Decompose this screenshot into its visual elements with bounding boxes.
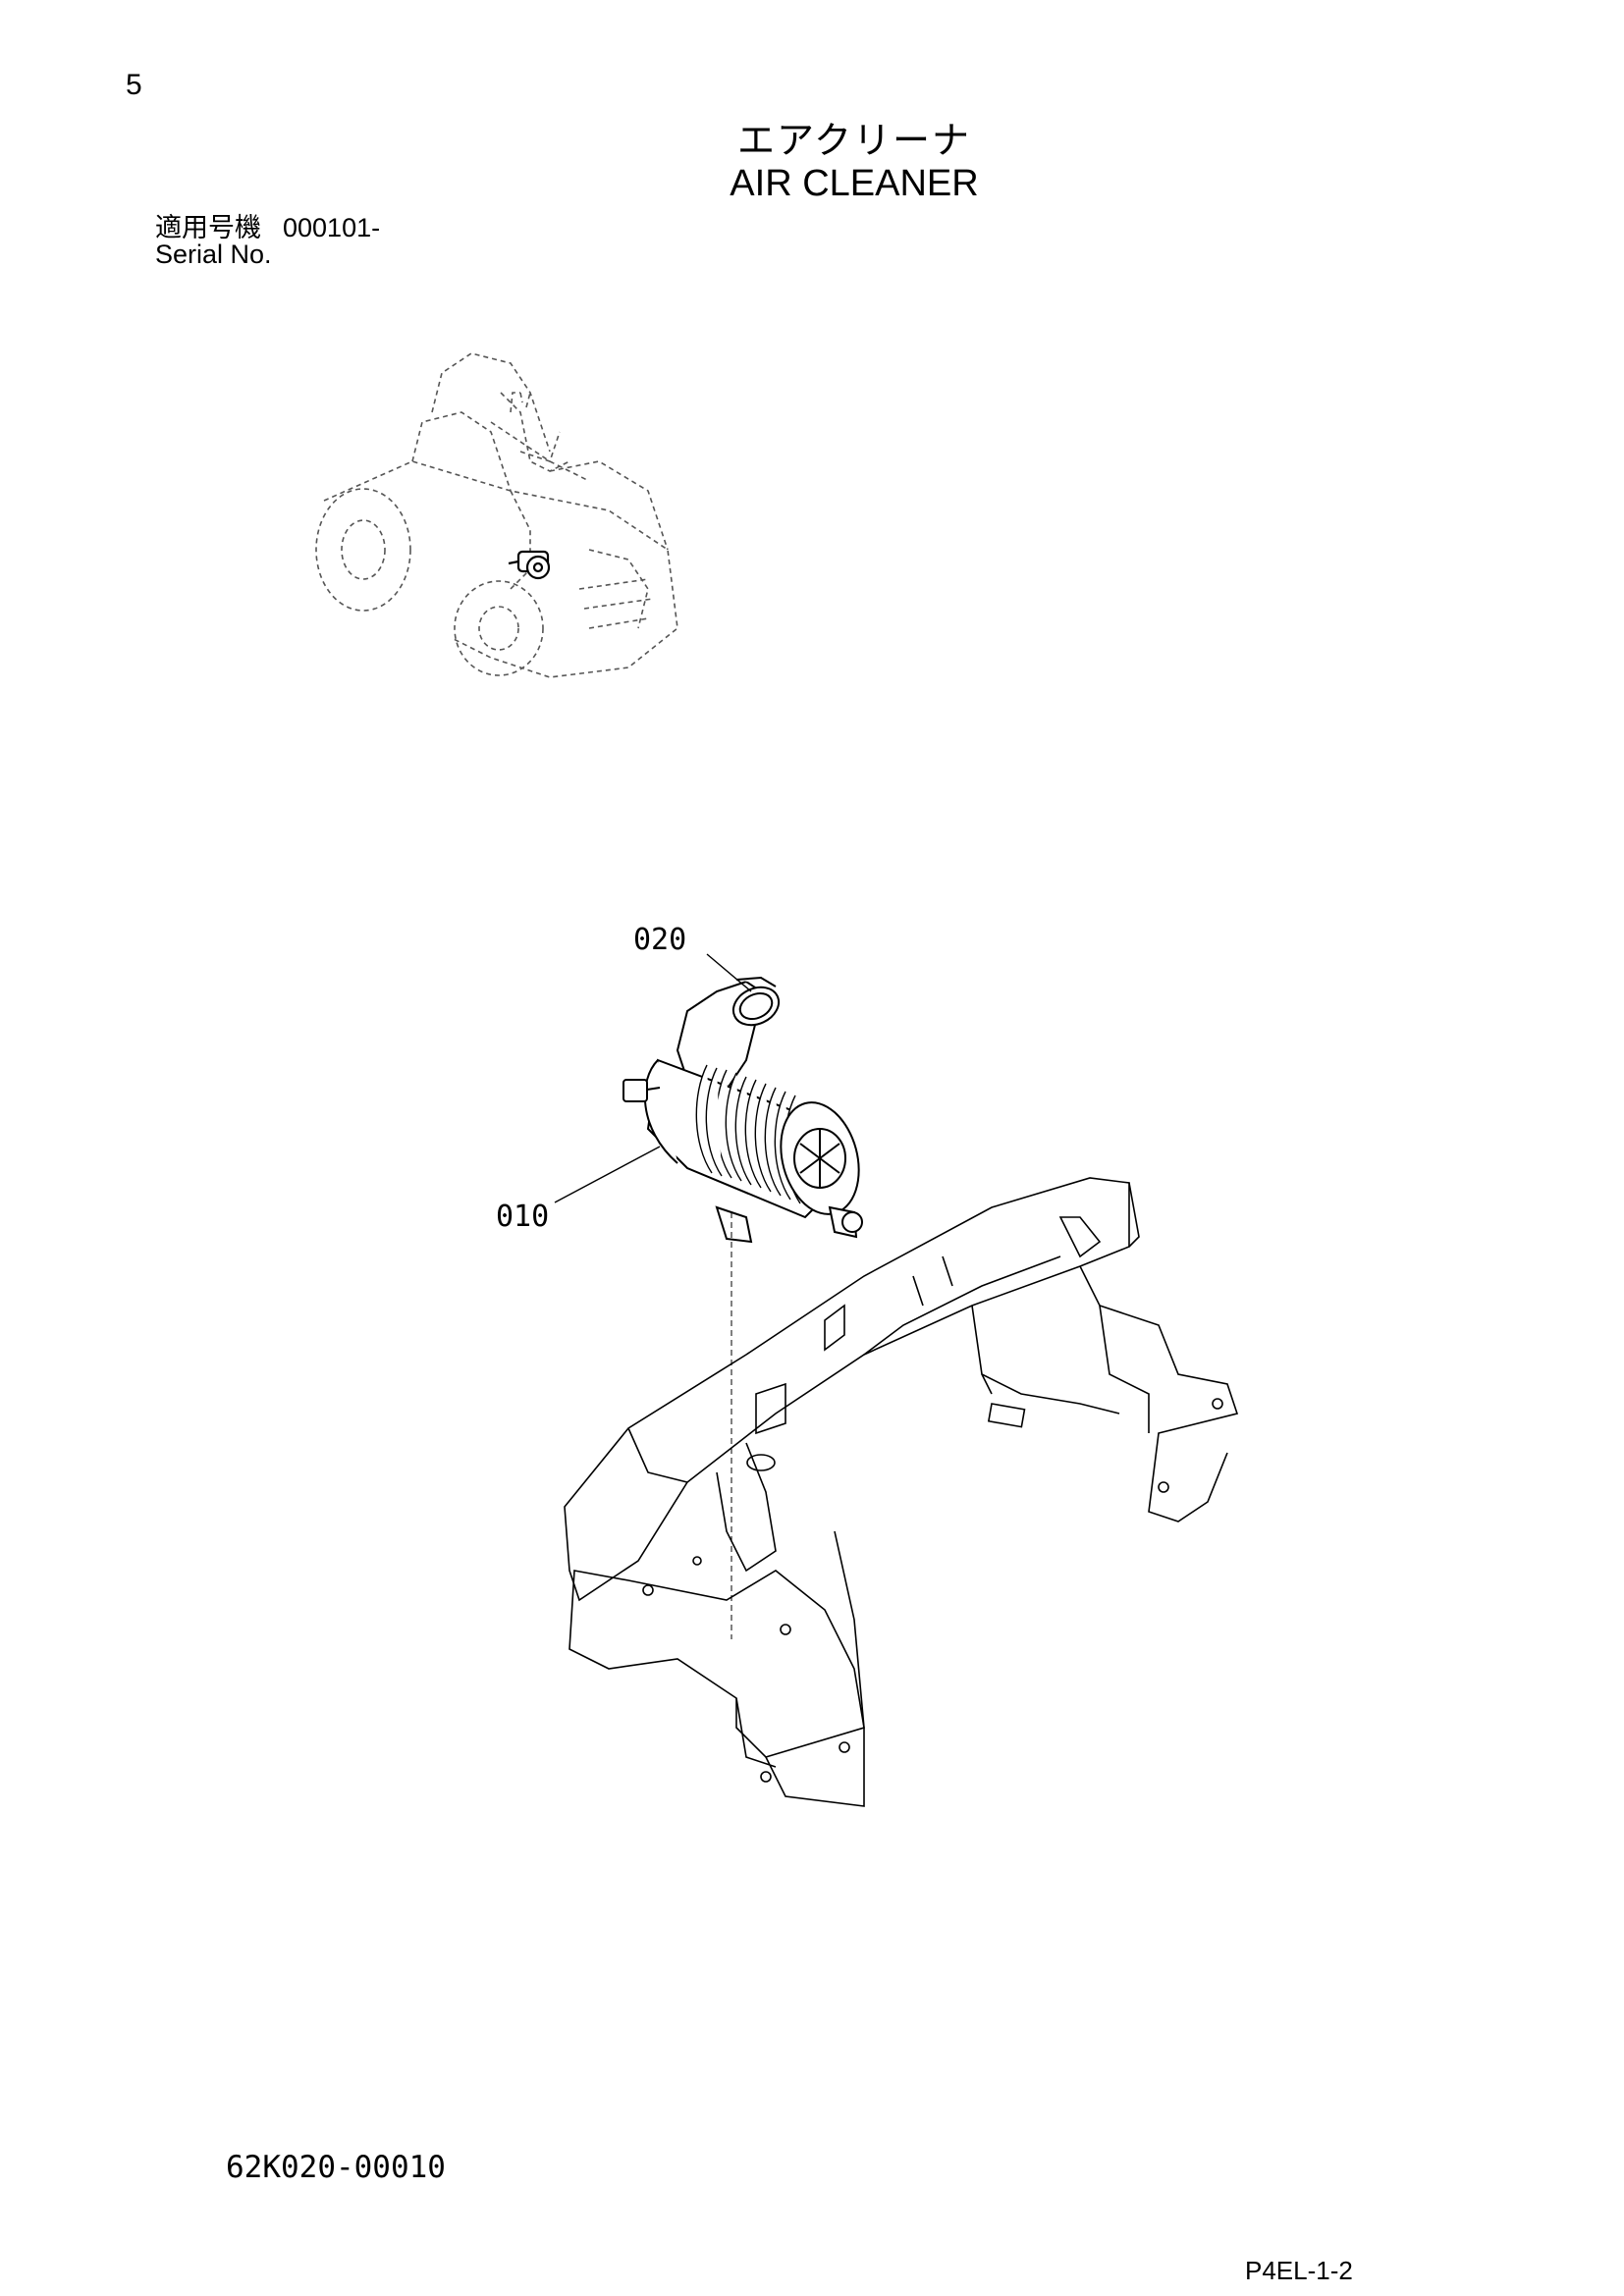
page-title-japanese: エアクリーナ xyxy=(736,119,972,162)
machine-overview-illustration xyxy=(315,352,678,678)
page-title-english: AIR CLEANER xyxy=(730,163,979,204)
serial-range: 適用号機 000101- xyxy=(155,206,380,244)
serial-value: 000101- xyxy=(283,213,381,242)
callout-010: 010 xyxy=(496,1200,550,1234)
callout-leaders xyxy=(554,953,752,1639)
mounting-frame xyxy=(564,1177,1239,1807)
page-number: 5 xyxy=(126,69,142,101)
page-code: P4EL-1-2 xyxy=(1245,2256,1353,2285)
serial-label-english: Serial No. xyxy=(155,240,272,269)
drawing-number: 62K020-00010 xyxy=(226,2150,446,2185)
serial-label-japanese: 適用号機 xyxy=(155,213,261,243)
callout-020: 020 xyxy=(633,923,687,957)
overview-air-cleaner-highlight xyxy=(508,550,551,580)
air-cleaner-assembly xyxy=(623,976,863,1244)
